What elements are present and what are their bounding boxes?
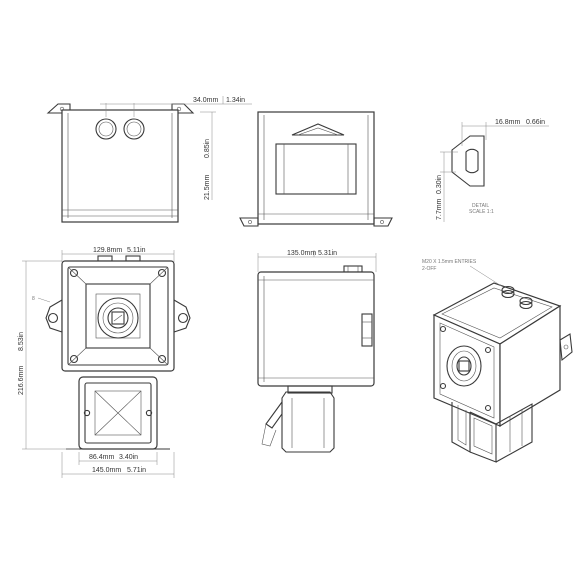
dim-top-height: 21.5mm <box>204 175 211 200</box>
dim-overall-height-in: 8.53in <box>18 332 25 351</box>
front-view <box>22 250 191 478</box>
dim-sounder-width-in: 3.40in <box>119 454 138 461</box>
dim-front-width-in: 5.11in <box>127 247 146 254</box>
dim-side-depth: 135.0mm <box>287 250 316 257</box>
dim-front-width: 129.8mm <box>93 247 122 254</box>
dim-top-hole-spacing-in: 1.34in <box>226 97 245 104</box>
rear-view <box>239 111 393 227</box>
dim-top-hole-spacing: 34.0mm <box>193 97 218 104</box>
dim-slot-width: 16.8mm <box>495 119 520 126</box>
dim-base-width-in: 5.71in <box>127 467 146 474</box>
callout-mark: 8 <box>32 296 35 302</box>
dim-side-depth-in: 5.31in <box>318 250 337 257</box>
entries-note-line2: 2-OFF <box>422 266 436 272</box>
isometric-view <box>432 265 573 463</box>
slot-detail <box>440 122 549 222</box>
entries-note-line1: M20 X 1.5mm ENTRIES <box>422 259 477 265</box>
dim-overall-height: 216.6mm <box>18 366 25 395</box>
cable-entry-icon <box>95 118 117 140</box>
dim-slot-width-in: 0.66in <box>526 119 545 126</box>
dim-top-height-in: 0.85in <box>204 139 211 158</box>
cable-entry-icon <box>123 118 145 140</box>
top-view <box>46 96 252 223</box>
dim-base-width: 145.0mm <box>92 467 121 474</box>
dim-slot-height: 7.7mm <box>436 198 443 220</box>
side-view <box>257 250 377 453</box>
detail-label: DETAIL <box>472 203 489 209</box>
detail-scale: SCALE 1:1 <box>469 209 494 215</box>
dim-sounder-width: 86.4mm <box>89 454 114 461</box>
dim-slot-height-in: 0.30in <box>436 175 443 194</box>
